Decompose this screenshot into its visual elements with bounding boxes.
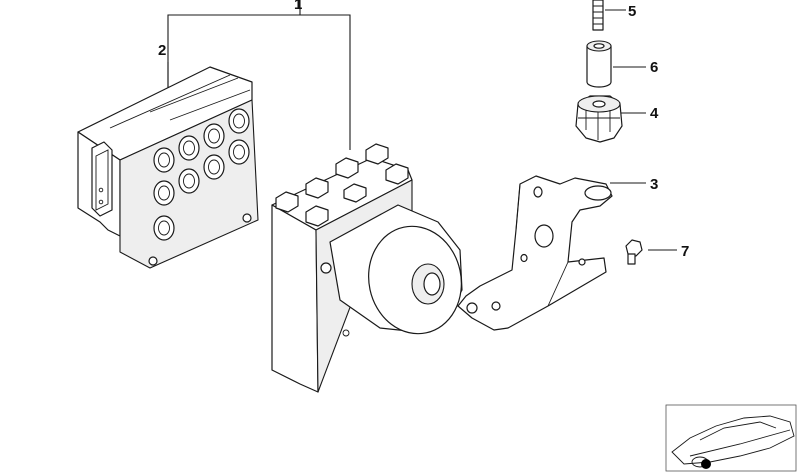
valve-ports — [153, 108, 250, 241]
sleeve-part — [586, 40, 612, 88]
stud-part — [592, 0, 604, 31]
block-bolts — [275, 143, 409, 227]
callout-5: 5 — [628, 3, 636, 20]
callout-3: 3 — [650, 176, 658, 193]
bracket-part — [457, 175, 613, 331]
car-location-icon — [665, 404, 797, 472]
callout-7: 7 — [681, 243, 689, 260]
location-marker — [701, 459, 711, 469]
callout-2: 2 — [158, 42, 166, 59]
control-module-part — [77, 66, 259, 269]
callout-1: 1 — [294, 0, 302, 13]
screw-part — [625, 239, 643, 265]
callout-6: 6 — [650, 59, 658, 76]
callout-4: 4 — [650, 105, 659, 122]
rubber-mount-part — [575, 95, 623, 143]
hydraulic-unit-part — [271, 143, 463, 393]
